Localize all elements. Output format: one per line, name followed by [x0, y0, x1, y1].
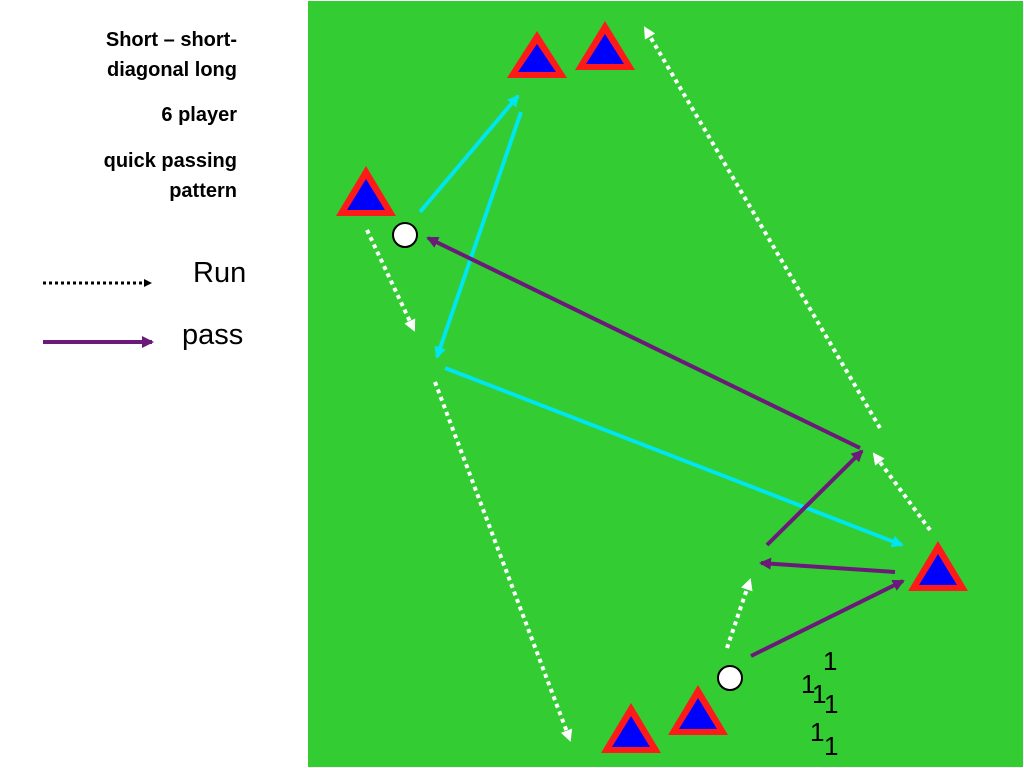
pass-teal-long-diagonal — [444, 366, 904, 547]
legend-run-label: Run — [193, 257, 247, 289]
cone-right — [908, 541, 968, 591]
title-line-3: 6 player — [161, 104, 237, 126]
legend-pass-label: pass — [182, 319, 244, 351]
cone-bottom-left — [601, 703, 661, 753]
field-label-5: 1 — [810, 717, 825, 747]
ball-bottom — [717, 665, 743, 691]
pass-purple-lay-up — [765, 449, 864, 547]
title-line-5: pattern — [169, 180, 237, 202]
title-line-4: quick passing — [103, 150, 237, 172]
pass-purple-lay-off — [759, 557, 896, 574]
green-field — [306, 0, 1024, 768]
pass-purple-bottom-to-right — [750, 579, 905, 658]
title-line-2: diagonal long — [107, 59, 237, 81]
ball-left — [392, 222, 418, 248]
run-path-top-right — [643, 26, 882, 430]
cone-top-left — [507, 31, 567, 78]
title-line-1: Short – short- — [105, 29, 237, 51]
field-label-3: 1 — [812, 679, 827, 709]
run-path-bottom-short — [725, 578, 753, 649]
field-label-4: 1 — [824, 689, 839, 719]
field-label-6: 1 — [824, 731, 839, 761]
cone-bottom-middle — [668, 685, 728, 735]
subtitle-player-count: 6 player — [20, 100, 237, 130]
pass-teal-top-to-left — [434, 111, 523, 359]
field-label-2: 1 — [801, 669, 816, 699]
pass-purple-long-return — [426, 236, 861, 450]
cone-left — [336, 166, 396, 216]
subtitle-pattern: quick passing pattern — [20, 146, 237, 206]
title-heading: Short – short- diagonal long — [20, 25, 237, 85]
pass-teal-to-top — [418, 94, 520, 214]
cone-top-right — [575, 21, 635, 70]
field-label-1: 1 — [823, 646, 838, 676]
run-path-left-short — [365, 229, 416, 332]
